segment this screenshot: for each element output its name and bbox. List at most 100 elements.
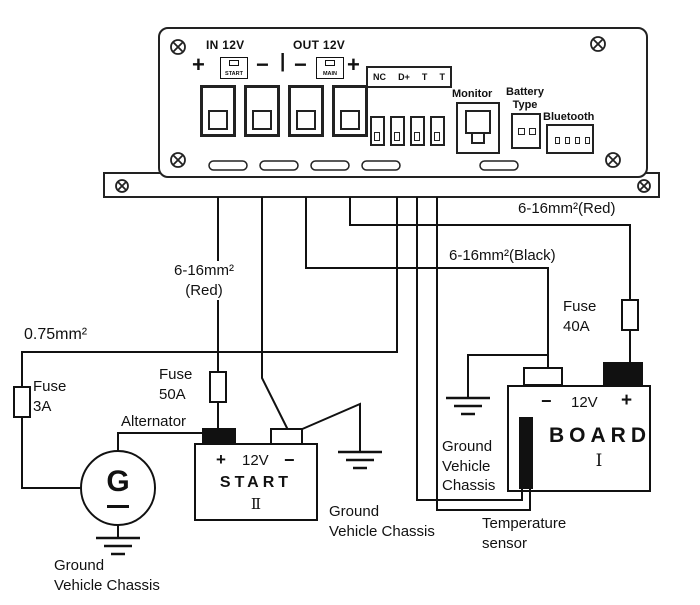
alternator-letter: G	[106, 465, 130, 498]
terminal-opening	[252, 110, 272, 130]
power-terminal-in-negative	[244, 85, 280, 137]
terminal-label-t2: T	[439, 72, 446, 82]
terminal-opening	[208, 110, 228, 130]
fuse-3a-body	[13, 386, 31, 418]
start-battery-name: START	[219, 474, 293, 491]
screw-icon	[605, 152, 621, 168]
signal-terminal-dplus	[390, 116, 405, 146]
out-minus-symbol: −	[294, 52, 307, 77]
alternator-bar-icon	[107, 505, 129, 508]
wire-out-positive	[349, 197, 631, 365]
start-plug-icon: START	[220, 57, 248, 79]
start-battery-numeral: Ⅱ	[250, 495, 262, 513]
out-12v-label: OUT 12V	[293, 38, 346, 52]
battery-type-label: Battery Type	[506, 86, 544, 111]
ground-symbol-start	[338, 450, 382, 470]
polarity-divider: |	[280, 51, 286, 72]
fuse-40a-body	[621, 299, 639, 331]
ground-symbol-alternator	[96, 536, 140, 556]
fuse-50a-body	[209, 371, 227, 403]
terminal-label-dplus: D+	[398, 72, 410, 82]
in-minus-symbol: −	[256, 52, 269, 77]
screw-icon	[170, 152, 186, 168]
signal-terminal-t2	[430, 116, 445, 146]
terminal-label-t1: T	[421, 72, 428, 82]
wire-board-ground-branch	[467, 354, 548, 398]
connector-pin-icon	[518, 128, 525, 135]
start-negative-post	[270, 428, 303, 445]
wire-in-negative	[261, 197, 289, 431]
in-12v-label: IN 12V	[206, 38, 245, 52]
plug-pin-icon	[229, 60, 239, 66]
signal-terminal-strip: NC D+ T T	[366, 66, 452, 88]
board-battery-voltage: 12V	[571, 394, 598, 411]
terminal-opening	[340, 110, 360, 130]
start-battery-voltage: 12V	[242, 452, 269, 469]
power-terminal-out-positive	[332, 85, 368, 137]
wire-size-out-black-label: 6-16mm²(Black)	[449, 247, 556, 264]
fuse-50a-label: Fuse 50A	[159, 366, 193, 403]
plug-pin-icon	[325, 60, 335, 66]
wire-size-out-red-label: 6-16mm²(Red)	[518, 200, 616, 217]
connector-pin-icon	[575, 137, 580, 144]
monitor-label: Monitor	[452, 88, 493, 100]
connector-pin-icon	[585, 137, 590, 144]
screw-icon	[637, 179, 651, 193]
vent-slots	[208, 160, 519, 171]
alternator-label: Alternator	[121, 413, 187, 430]
bluetooth-port-icon	[546, 124, 594, 154]
out-plus-symbol: +	[347, 52, 360, 77]
terminal-opening	[434, 132, 440, 141]
screw-icon	[170, 39, 186, 55]
connector-pin-icon	[565, 137, 570, 144]
fuse-40a-label: Fuse 40A	[563, 298, 597, 335]
board-negative-post	[523, 367, 563, 386]
fuse-3a-label: Fuse 3A	[33, 378, 67, 415]
rj45-notch-icon	[471, 132, 485, 144]
start-battery-minus: −	[284, 450, 295, 470]
power-terminal-out-negative	[288, 85, 324, 137]
board-battery-minus: −	[541, 391, 552, 411]
ground-alternator-label: Ground Vehicle Chassis	[54, 557, 160, 594]
ground-start-label: Ground Vehicle Chassis	[329, 503, 435, 540]
terminal-opening	[394, 132, 400, 141]
wire-temp-sensor-b	[436, 197, 531, 511]
temperature-sensor-bar	[519, 417, 533, 489]
temperature-sensor-label: Temperature sensor	[482, 515, 567, 552]
power-terminal-in-positive	[200, 85, 236, 137]
rj45-socket-icon	[465, 110, 491, 134]
ground-symbol-board	[446, 396, 490, 416]
start-positive-post	[202, 428, 236, 444]
screw-icon	[115, 179, 129, 193]
terminal-label-nc: NC	[373, 72, 386, 82]
connector-pin-icon	[555, 137, 560, 144]
board-battery-numeral: Ⅰ	[595, 451, 603, 471]
start-battery-plus: +	[216, 450, 226, 469]
wire-out-negative	[305, 197, 549, 370]
board-positive-post	[603, 362, 643, 385]
start-battery: + 12V − START Ⅱ	[194, 443, 318, 521]
signal-terminal-t1	[410, 116, 425, 146]
terminal-opening	[296, 110, 316, 130]
board-battery-name: BOARD	[549, 424, 651, 447]
in-plus-symbol: +	[192, 52, 205, 77]
wire-size-in-label: 6-16mm² (Red)	[160, 261, 248, 300]
terminal-opening	[414, 132, 420, 141]
start-plug-label: START	[225, 71, 243, 77]
wire-size-signal-label: 0.75mm²	[24, 326, 88, 343]
battery-type-port-icon	[511, 113, 541, 149]
ground-board-label: Ground Vehicle Chassis	[442, 438, 496, 494]
terminal-opening	[374, 132, 380, 141]
wire-dplus-signal	[21, 197, 398, 489]
main-plug-icon: MAIN	[316, 57, 344, 79]
bluetooth-label: Bluetooth	[543, 111, 595, 123]
connector-pin-icon	[529, 128, 536, 135]
wire-temp-sensor-a	[416, 197, 523, 501]
wire-start-ground	[299, 402, 361, 452]
signal-terminal-nc	[370, 116, 385, 146]
screw-icon	[590, 36, 606, 52]
wire-alternator-output	[117, 432, 204, 452]
monitor-port-icon	[456, 102, 500, 154]
